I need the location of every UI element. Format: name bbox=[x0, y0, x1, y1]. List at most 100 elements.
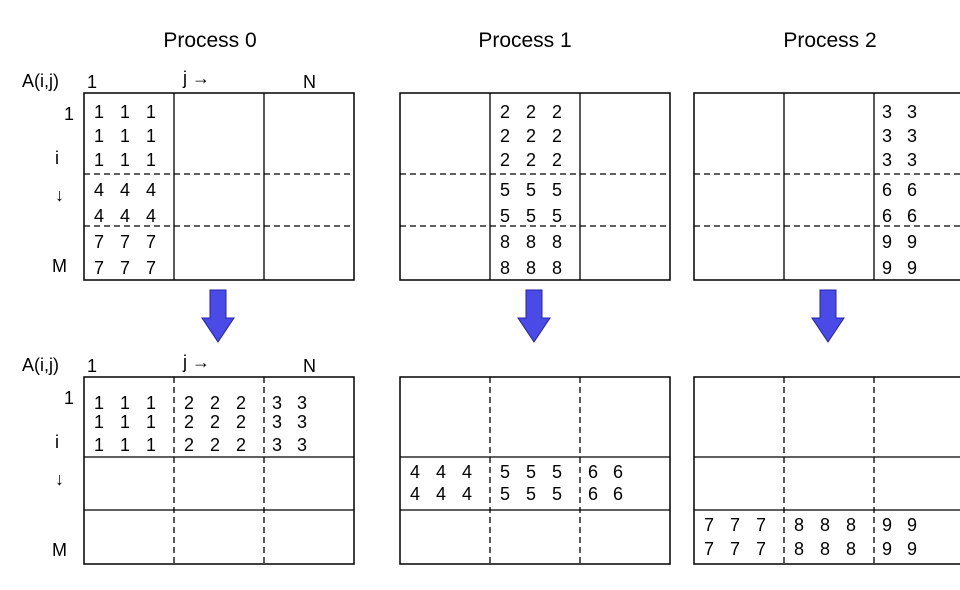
matrix-value: 8 bbox=[500, 232, 510, 252]
matrix-value: 3 bbox=[882, 102, 892, 122]
matrix-value: 2 bbox=[552, 150, 562, 170]
matrix-value: 5 bbox=[552, 206, 562, 226]
matrix-value: 7 bbox=[730, 539, 740, 559]
arrow-layer bbox=[201, 289, 845, 343]
matrix-value: 8 bbox=[552, 232, 562, 252]
matrix-label: A(i,j) bbox=[22, 355, 59, 375]
matrix-value: 4 bbox=[462, 484, 472, 504]
matrix-value: 2 bbox=[500, 126, 510, 146]
matrix-value: 2 bbox=[526, 102, 536, 122]
matrix-value: 7 bbox=[120, 232, 130, 252]
matrix-value: 7 bbox=[146, 232, 156, 252]
matrix-value: 7 bbox=[756, 515, 766, 535]
matrix-value: 3 bbox=[272, 393, 282, 413]
grid-layer bbox=[83, 92, 960, 565]
matrix-value: 5 bbox=[526, 484, 536, 504]
matrix-value: 3 bbox=[882, 126, 892, 146]
matrix-value: 2 bbox=[552, 126, 562, 146]
matrix-value: 7 bbox=[704, 515, 714, 535]
matrix-value: 5 bbox=[500, 206, 510, 226]
matrix-value: 1 bbox=[94, 435, 104, 455]
process-title: Process 2 bbox=[783, 29, 876, 52]
matrix-value: 4 bbox=[94, 206, 104, 226]
matrix-value: 2 bbox=[210, 435, 220, 455]
matrix-value: 5 bbox=[552, 462, 562, 482]
matrix-value: 4 bbox=[94, 180, 104, 200]
matrix-frame bbox=[399, 376, 671, 565]
process-title: Process 1 bbox=[478, 29, 571, 52]
col-first-label: 1 bbox=[87, 356, 97, 376]
matrix-value: 2 bbox=[184, 435, 194, 455]
matrix-value: 4 bbox=[146, 206, 156, 226]
row-last-label: M bbox=[52, 540, 67, 560]
matrix-value: 1 bbox=[146, 126, 156, 146]
col-arrow-label: j → bbox=[182, 352, 210, 372]
matrix-value: 5 bbox=[500, 484, 510, 504]
matrix-value: 8 bbox=[846, 539, 856, 559]
matrix-value: 6 bbox=[907, 180, 917, 200]
matrix-frame bbox=[693, 92, 960, 281]
matrix-value: 1 bbox=[146, 150, 156, 170]
matrix-value: 4 bbox=[410, 484, 420, 504]
matrix-value: 6 bbox=[613, 484, 623, 504]
matrix-value: 4 bbox=[120, 206, 130, 226]
matrix-value: 4 bbox=[462, 462, 472, 482]
row-first-label: 1 bbox=[64, 104, 74, 124]
matrix-value: 7 bbox=[120, 258, 130, 278]
matrix-value: 4 bbox=[436, 484, 446, 504]
matrix-value: 7 bbox=[704, 539, 714, 559]
matrix-value: 8 bbox=[526, 258, 536, 278]
row-i-label: i bbox=[55, 432, 59, 452]
down-arrow-icon bbox=[517, 289, 551, 343]
matrix-value: 7 bbox=[94, 258, 104, 278]
matrix-value: 9 bbox=[882, 258, 892, 278]
matrix-value: 8 bbox=[794, 515, 804, 535]
matrix-value: 5 bbox=[526, 180, 536, 200]
matrix-value: 9 bbox=[907, 539, 917, 559]
matrix-value: 3 bbox=[272, 412, 282, 432]
matrix-value: 4 bbox=[146, 180, 156, 200]
matrix-value: 5 bbox=[500, 462, 510, 482]
matrix-value: 6 bbox=[907, 206, 917, 226]
matrix-frame bbox=[693, 376, 960, 565]
matrix-value: 1 bbox=[146, 412, 156, 432]
matrix-value: 1 bbox=[120, 102, 130, 122]
matrix-value: 2 bbox=[236, 412, 246, 432]
matrix-value: 6 bbox=[588, 462, 598, 482]
matrix-value: 2 bbox=[210, 393, 220, 413]
matrix-value: 6 bbox=[882, 206, 892, 226]
matrix-value: 8 bbox=[794, 539, 804, 559]
matrix-value: 9 bbox=[907, 258, 917, 278]
matrix-value: 1 bbox=[120, 435, 130, 455]
matrix-value: 7 bbox=[730, 515, 740, 535]
matrix-value: 3 bbox=[297, 435, 307, 455]
process-title: Process 0 bbox=[163, 29, 256, 52]
matrix-frame bbox=[399, 92, 671, 281]
matrix-value: 2 bbox=[526, 150, 536, 170]
matrix-value: 3 bbox=[907, 126, 917, 146]
matrix-value: 7 bbox=[756, 539, 766, 559]
matrix-value: 9 bbox=[907, 232, 917, 252]
matrix-value: 1 bbox=[94, 102, 104, 122]
matrix-value: 1 bbox=[120, 412, 130, 432]
matrix-value: 7 bbox=[94, 232, 104, 252]
matrix-value: 6 bbox=[588, 484, 598, 504]
col-last-label: N bbox=[303, 72, 316, 92]
down-arrow-icon bbox=[201, 289, 235, 343]
matrix-value: 1 bbox=[94, 150, 104, 170]
matrix-value: 1 bbox=[94, 393, 104, 413]
row-last-label: M bbox=[52, 256, 67, 276]
matrix-value: 6 bbox=[882, 180, 892, 200]
col-last-label: N bbox=[303, 356, 316, 376]
matrix-value: 2 bbox=[552, 102, 562, 122]
matrix-value: 9 bbox=[907, 515, 917, 535]
matrix-value: 2 bbox=[236, 393, 246, 413]
col-first-label: 1 bbox=[87, 72, 97, 92]
matrix-value: 3 bbox=[907, 150, 917, 170]
matrix-value: 4 bbox=[436, 462, 446, 482]
matrix-value: 9 bbox=[882, 515, 892, 535]
matrix-value: 2 bbox=[184, 393, 194, 413]
matrix-value: 1 bbox=[120, 393, 130, 413]
